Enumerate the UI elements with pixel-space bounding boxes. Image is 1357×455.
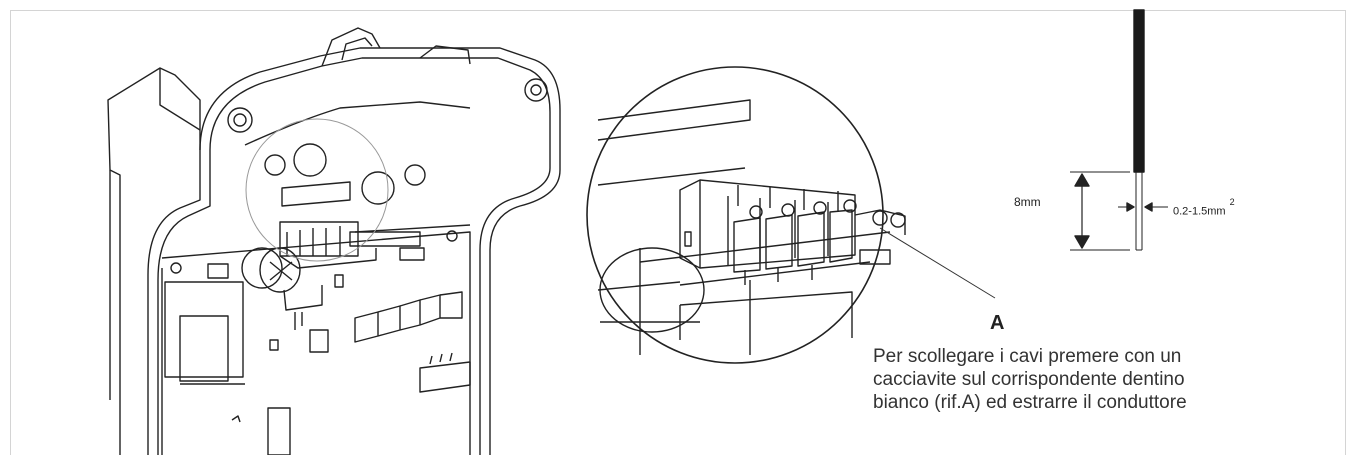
zoom-source-circle — [245, 118, 389, 262]
strip-length-label: 8mm — [1014, 195, 1041, 209]
note-line: bianco (rif.A) ed estrarre il conduttore — [873, 392, 1187, 413]
enclosure-housing — [107, 27, 561, 455]
note-line: Per scollegare i cavi premere con un — [873, 346, 1182, 367]
wire-section-label: 0.2-1.5mm2 — [1173, 197, 1235, 218]
figure-frame — [10, 10, 1346, 455]
wire-insulation — [1133, 9, 1145, 173]
instruction-note: Per scollegare i cavi premere con un cac… — [873, 345, 1343, 414]
callout-leader-line — [879, 227, 996, 299]
zoom-detail — [586, 66, 906, 364]
circuit-board — [161, 221, 471, 455]
note-line: cacciavite sul corrispondente dentino — [873, 369, 1185, 390]
wire-diagram — [1070, 9, 1168, 251]
callout-label-a: A — [990, 312, 1005, 334]
